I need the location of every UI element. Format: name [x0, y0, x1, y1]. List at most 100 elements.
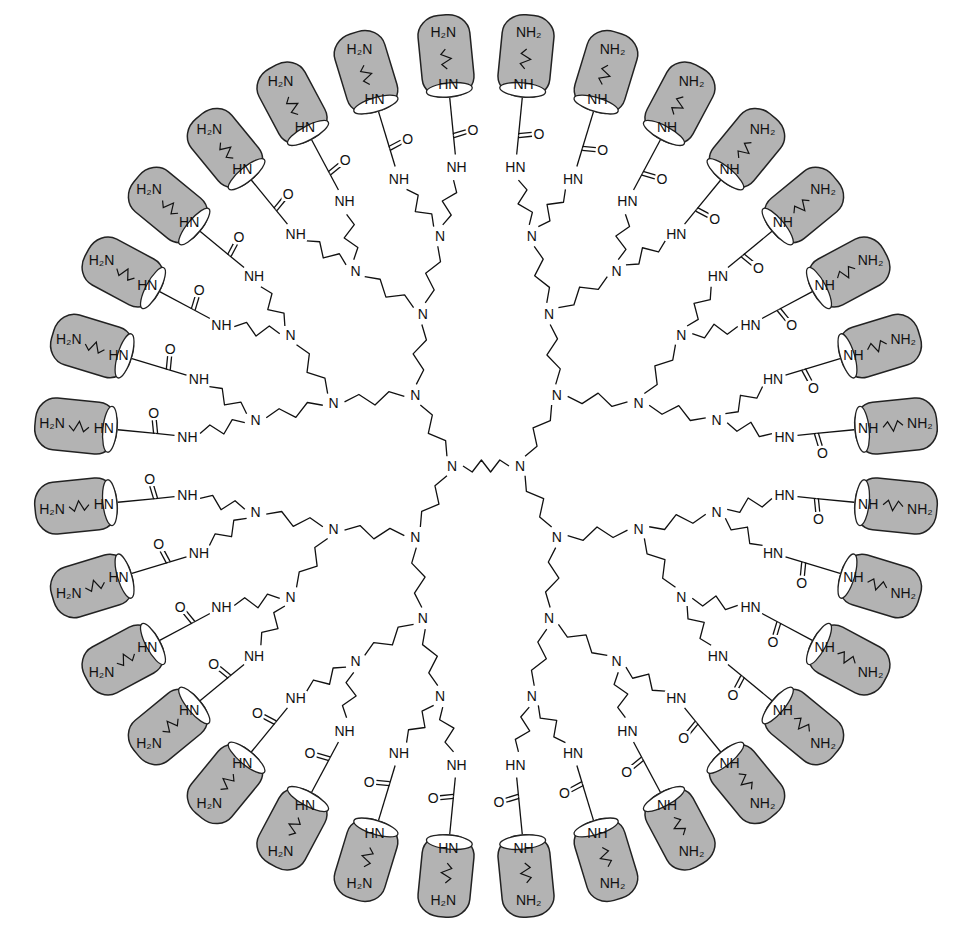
- ring-body: [179, 99, 271, 195]
- bond-line: [728, 665, 743, 677]
- cyclodextrin-ring: NH NH₂: [804, 227, 894, 317]
- bond-line: [160, 292, 194, 310]
- ring-body: [701, 736, 793, 832]
- bond-line: [425, 246, 440, 303]
- cyclodextrin-ring: HNH₂N: [321, 815, 411, 905]
- atom-label: HN: [762, 546, 784, 560]
- cyclodextrin-ring: HNH₂N: [78, 615, 168, 705]
- bond-line: [538, 189, 565, 226]
- alkyl-chain: [735, 139, 755, 161]
- cyclodextrin-shape: [247, 58, 337, 148]
- atom-label: N: [417, 611, 429, 625]
- cyclodextrin-ring: HNH₂N: [180, 739, 270, 829]
- ring-opening: [641, 782, 688, 816]
- amine-label: H₂N: [136, 182, 162, 196]
- atom-label: HN: [665, 227, 687, 241]
- bond-line: [328, 163, 338, 172]
- bond-line: [797, 433, 816, 435]
- atom-label: N: [710, 413, 722, 427]
- bond-line: [200, 495, 245, 509]
- ring-opening: [704, 154, 748, 194]
- atom-label: O: [807, 381, 820, 395]
- bond-line: [379, 112, 390, 148]
- bond-line: [743, 677, 772, 701]
- atom-label: N: [610, 654, 622, 668]
- alkyl-chain: [284, 94, 302, 116]
- ring-opening: [352, 814, 400, 841]
- bond-line: [200, 420, 245, 434]
- cyclodextrin-ring: HNH₂N: [78, 227, 168, 317]
- bond-line: [261, 287, 285, 326]
- amine-label: NH: [815, 640, 835, 654]
- ring-opening: [641, 116, 688, 150]
- bond-line: [329, 742, 338, 759]
- cyclodextrin-ring: NH NH₂: [759, 682, 849, 772]
- bond-line: [572, 785, 584, 791]
- atom-label: O: [143, 472, 156, 486]
- amine-label: H₂N: [39, 502, 65, 516]
- bond-line: [200, 231, 229, 255]
- ring-opening: [136, 264, 170, 311]
- atom-label: N: [327, 396, 339, 410]
- atom-label: O: [282, 187, 295, 201]
- atom-label: NH: [285, 227, 307, 241]
- bond-line: [577, 148, 583, 166]
- cyclodextrin-ring: HNH₂N: [180, 103, 270, 193]
- atom-label: N: [349, 654, 361, 668]
- bond-line: [642, 175, 655, 179]
- cyclodextrin-ring: HNH₂N: [401, 11, 491, 101]
- bond-line: [132, 359, 168, 370]
- bond-line: [234, 594, 279, 608]
- atom-label: N: [417, 307, 429, 321]
- cyclodextrin-shape: [78, 227, 168, 317]
- amine-label: NH₂: [890, 332, 916, 346]
- alkyl-chain: [284, 816, 302, 838]
- atom-label: N: [327, 522, 339, 536]
- atom-label: HN: [562, 746, 584, 760]
- amine-label: NH₂: [907, 502, 933, 516]
- amine-label: NH₂: [810, 736, 836, 750]
- cyclodextrin-shape: [123, 160, 213, 250]
- alkyl-chain: [597, 64, 612, 86]
- alkyl-chain: [84, 340, 106, 355]
- bond-line: [345, 526, 405, 539]
- cyclodextrin-ring: NHNH₂: [702, 739, 792, 829]
- amine-label: HN: [94, 421, 114, 435]
- bond-line: [558, 624, 607, 655]
- atom-label: HN: [739, 318, 761, 332]
- atom-label: N: [632, 522, 644, 536]
- atom-label: N: [514, 459, 526, 473]
- amine-label: NH: [773, 703, 793, 717]
- bond-line: [558, 277, 607, 308]
- bond-line: [519, 796, 523, 834]
- bond-line: [697, 180, 721, 209]
- atom-label: O: [251, 706, 264, 720]
- atom-label: O: [467, 123, 480, 137]
- atom-label: O: [193, 283, 206, 297]
- bond-line: [195, 297, 199, 310]
- bond-line: [626, 241, 665, 265]
- amine-label: NH: [657, 120, 677, 134]
- ring-body: [801, 230, 898, 315]
- bond-line: [546, 548, 559, 608]
- bond-line: [777, 623, 781, 636]
- amine-label: H₂N: [197, 122, 223, 136]
- ring-opening: [758, 684, 798, 728]
- amine-label: HN: [94, 497, 114, 511]
- cyclodextrin-ring: NHNH₂: [481, 11, 571, 101]
- alkyl-chain: [520, 49, 532, 70]
- bond-line: [440, 707, 454, 752]
- amine-label: NH₂: [516, 893, 542, 907]
- cyclodextrin-shape: [123, 682, 213, 772]
- bond-line: [228, 243, 234, 255]
- bond-line: [779, 292, 813, 310]
- cyclodextrin-ring: NHNH₂: [702, 103, 792, 193]
- alkyl-chain: [440, 49, 452, 70]
- amine-label: NH₂: [858, 253, 884, 267]
- bond-line: [816, 499, 854, 503]
- cyclodextrin-ring: NHNH₂: [759, 160, 849, 250]
- bond-line: [423, 629, 438, 686]
- atom-label: HN: [616, 194, 638, 208]
- amine-label: NH: [815, 278, 835, 292]
- amine-label: NH: [843, 348, 863, 362]
